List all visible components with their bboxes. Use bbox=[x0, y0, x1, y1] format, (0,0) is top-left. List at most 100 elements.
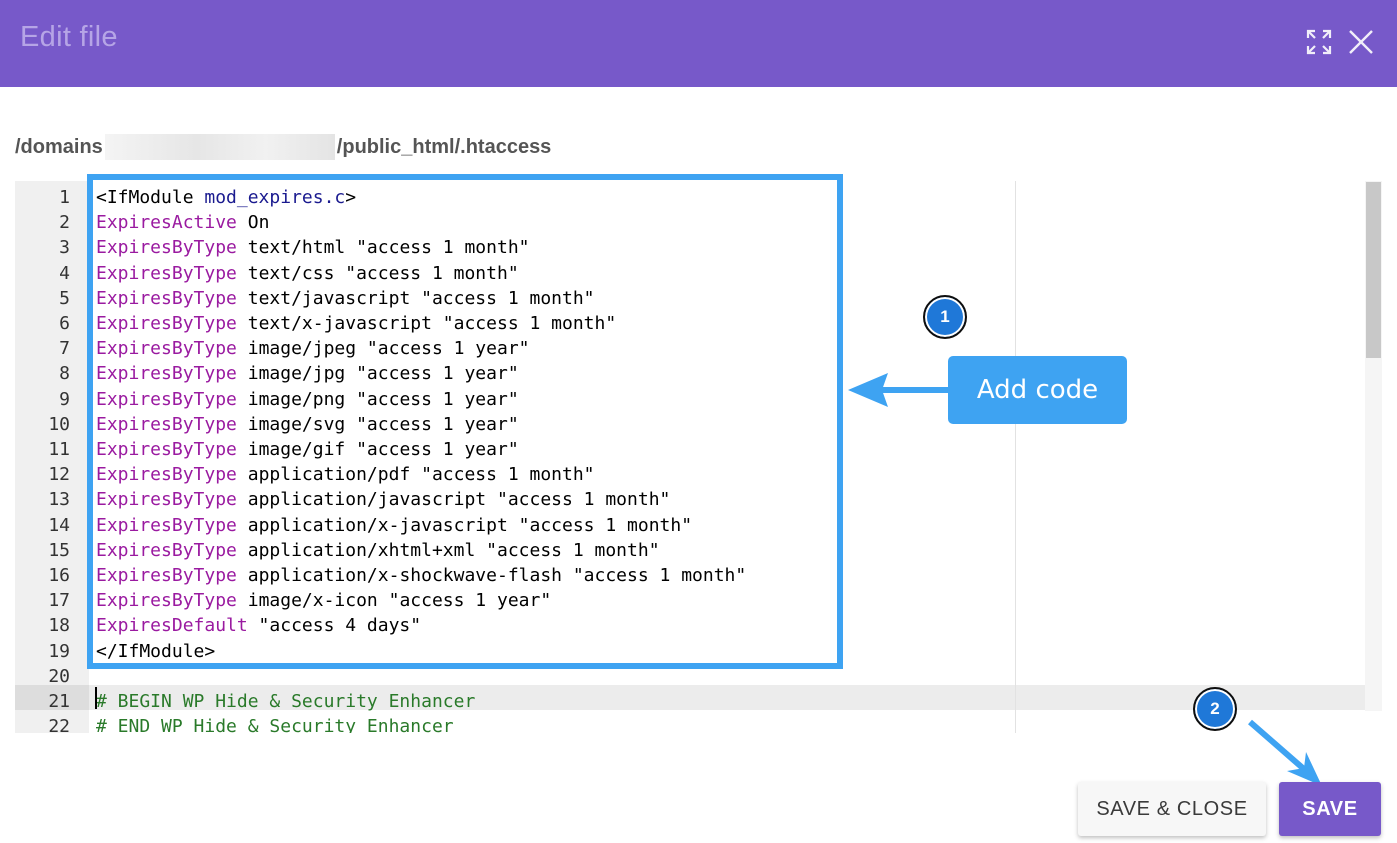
directive-keyword: ExpiresByType bbox=[96, 388, 237, 410]
line-content: ExpiresByType image/gif "access 1 year" bbox=[96, 437, 519, 462]
directive-value: image/png "access 1 year" bbox=[236, 388, 519, 410]
line-number: 9 bbox=[59, 388, 70, 410]
line-number: 2 bbox=[59, 212, 70, 234]
dialog-header: Edit file bbox=[0, 0, 1397, 87]
line-content: ExpiresByType application/x-shockwave-fl… bbox=[96, 563, 746, 588]
directive-value: image/jpg "access 1 year" bbox=[236, 363, 519, 385]
line-number: 3 bbox=[59, 237, 70, 259]
line-content: ExpiresActive On bbox=[96, 210, 269, 235]
line-number: 5 bbox=[59, 287, 70, 309]
directive-value: application/javascript "access 1 month" bbox=[236, 489, 671, 511]
code-comment: # BEGIN WP Hide & Security Enhancer bbox=[96, 691, 476, 712]
code-line[interactable]: 15 ExpiresByType application/xhtml+xml "a… bbox=[15, 538, 1365, 563]
line-number: 16 bbox=[48, 565, 70, 586]
directive-value: text/javascript "access 1 month" bbox=[236, 287, 595, 309]
directive-keyword: ExpiresByType bbox=[96, 439, 237, 460]
line-number: 1 bbox=[59, 187, 70, 208]
line-content: ExpiresByType text/html "access 1 month" bbox=[96, 235, 530, 260]
directive-value: On bbox=[236, 212, 270, 234]
line-content: ExpiresByType application/pdf "access 1 … bbox=[96, 462, 595, 487]
directive-keyword: ExpiresByType bbox=[96, 514, 237, 536]
directive-value: image/svg "access 1 year" bbox=[236, 413, 519, 435]
directive-keyword: ExpiresByType bbox=[96, 363, 237, 385]
step-badge-1: 1 bbox=[923, 295, 967, 339]
directive-keyword: ExpiresByType bbox=[96, 262, 237, 284]
line-number: 4 bbox=[59, 262, 70, 284]
line-content: ExpiresByType application/x-javascript "… bbox=[96, 513, 692, 538]
code-line[interactable]: 16 ExpiresByType application/x-shockwave-… bbox=[15, 563, 1365, 588]
redacted-domain bbox=[104, 134, 335, 160]
directive-value: <IfModule bbox=[96, 187, 205, 208]
line-number: 13 bbox=[48, 489, 70, 511]
code-line[interactable]: 19</IfModule> bbox=[15, 639, 1365, 664]
directive-keyword: ExpiresActive bbox=[96, 212, 237, 234]
save-button[interactable]: SAVE bbox=[1279, 782, 1381, 836]
directive-value: image/gif "access 1 year" bbox=[236, 439, 519, 460]
directive-keyword: ExpiresByType bbox=[96, 413, 237, 435]
line-number: 21 bbox=[48, 691, 70, 712]
line-content: ExpiresByType text/javascript "access 1 … bbox=[96, 286, 595, 311]
editor-scrollbar-thumb[interactable] bbox=[1366, 182, 1381, 358]
line-number: 8 bbox=[59, 363, 70, 385]
directive-keyword: ExpiresByType bbox=[96, 590, 237, 612]
line-number: 15 bbox=[48, 539, 70, 561]
dialog-title: Edit file bbox=[20, 21, 118, 53]
directive-keyword: ExpiresByType bbox=[96, 565, 237, 586]
code-line[interactable]: 9 ExpiresByType image/png "access 1 year" bbox=[15, 387, 1365, 412]
directive-keyword: ExpiresByType bbox=[96, 338, 237, 360]
code-line[interactable]: 22# END WP Hide & Security Enhancer bbox=[15, 714, 1365, 733]
directive-value: application/xhtml+xml "access 1 month" bbox=[236, 539, 660, 561]
line-number: 12 bbox=[48, 464, 70, 486]
line-content: ExpiresByType application/xhtml+xml "acc… bbox=[96, 538, 660, 563]
directive-keyword: ExpiresByType bbox=[96, 489, 237, 511]
add-code-callout: Add code bbox=[948, 356, 1127, 424]
directive-value: image/jpeg "access 1 year" bbox=[236, 338, 530, 360]
directive-value: application/pdf "access 1 month" bbox=[236, 464, 595, 486]
close-icon[interactable] bbox=[1347, 28, 1375, 56]
line-number: 17 bbox=[48, 590, 70, 612]
directive-keyword: ExpiresByType bbox=[96, 464, 237, 486]
line-number: 19 bbox=[48, 640, 70, 662]
code-line[interactable]: 13 ExpiresByType application/javascript "… bbox=[15, 487, 1365, 512]
directive-value: application/x-shockwave-flash "access 1 … bbox=[236, 565, 747, 586]
expand-icon[interactable] bbox=[1305, 28, 1333, 56]
code-line[interactable]: 5 ExpiresByType text/javascript "access 1… bbox=[15, 286, 1365, 311]
line-content: ExpiresByType image/png "access 1 year" bbox=[96, 387, 519, 412]
code-line[interactable]: 17 ExpiresByType image/x-icon "access 1 y… bbox=[15, 588, 1365, 613]
code-line[interactable]: 3 ExpiresByType text/html "access 1 month… bbox=[15, 235, 1365, 260]
line-content: ExpiresByType image/jpg "access 1 year" bbox=[96, 361, 519, 386]
directive-keyword: ExpiresByType bbox=[96, 237, 237, 259]
code-editor[interactable]: 1 <IfModule mod_expires.c>2 ExpiresActive … bbox=[15, 181, 1382, 733]
directive-value: application/x-javascript "access 1 month… bbox=[236, 514, 693, 536]
line-number: 7 bbox=[59, 338, 70, 360]
line-number: 18 bbox=[48, 615, 70, 637]
save-and-close-button[interactable]: SAVE & CLOSE bbox=[1078, 782, 1266, 836]
code-line[interactable]: 21 # BEGIN WP Hide & Security Enhancer bbox=[15, 689, 1365, 714]
code-line[interactable]: 2 ExpiresActive On bbox=[15, 210, 1365, 235]
line-number: 6 bbox=[59, 313, 70, 334]
tag-close: > bbox=[345, 187, 357, 208]
line-content: # BEGIN WP Hide & Security Enhancer bbox=[96, 689, 475, 714]
directive-keyword: ExpiresDefault bbox=[96, 615, 248, 637]
directive-value: "access 4 days" bbox=[247, 615, 422, 637]
code-line[interactable]: 20 bbox=[15, 664, 1365, 689]
directive-keyword: ExpiresByType bbox=[96, 287, 237, 309]
code-line[interactable]: 12 ExpiresByType application/pdf "access … bbox=[15, 462, 1365, 487]
code-line[interactable]: 8 ExpiresByType image/jpg "access 1 year" bbox=[15, 361, 1365, 386]
file-path-suffix: /public_html/.htaccess bbox=[336, 135, 552, 158]
line-content: ExpiresByType image/jpeg "access 1 year" bbox=[96, 336, 530, 361]
line-content: ExpiresByType application/javascript "ac… bbox=[96, 487, 670, 512]
code-line[interactable]: 18 ExpiresDefault "access 4 days" bbox=[15, 613, 1365, 638]
line-number: 20 bbox=[48, 665, 70, 687]
line-content: ExpiresByType image/x-icon "access 1 yea… bbox=[96, 588, 551, 613]
code-line[interactable]: 7 ExpiresByType image/jpeg "access 1 year… bbox=[15, 336, 1365, 361]
file-path: /domains /public_html/.htaccess bbox=[15, 134, 551, 160]
code-line[interactable]: 1 <IfModule mod_expires.c> bbox=[15, 185, 1365, 210]
line-number: 22 bbox=[48, 716, 70, 733]
module-name: mod_expires.c bbox=[204, 187, 346, 208]
